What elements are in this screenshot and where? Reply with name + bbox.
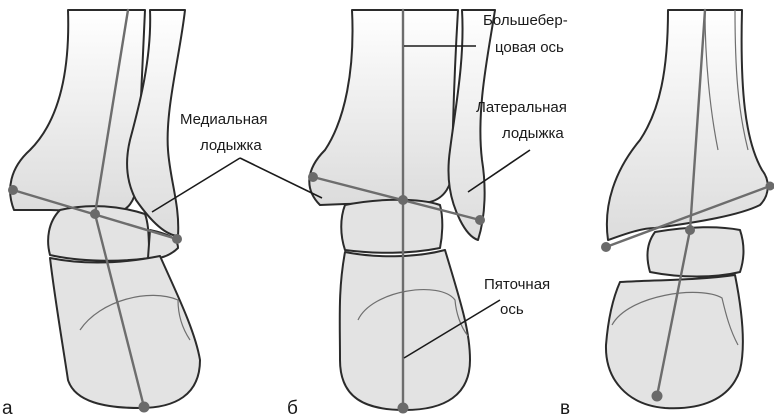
panel-c-dot-heel — [652, 391, 663, 402]
panel-a: а — [2, 10, 200, 418]
panel-b-talus — [341, 200, 442, 253]
panel-a-tibia — [10, 10, 145, 212]
panel-b: б — [287, 10, 495, 418]
panel-b-tibia — [309, 10, 458, 205]
panel-b-dot-heel — [398, 403, 409, 414]
label-tibial-axis-line1: Большебер- — [483, 12, 568, 29]
panel-c: в — [560, 10, 774, 418]
label-calcaneal-axis-line1: Пяточная — [484, 276, 550, 293]
label-medial-malleolus-line2: лодыжка — [200, 137, 262, 154]
panel-b-letter: б — [287, 398, 298, 418]
panel-c-talus — [647, 227, 743, 276]
label-tibial-axis-line2: цовая ось — [495, 39, 564, 56]
label-lateral-malleolus-line1: Латеральная — [476, 99, 567, 116]
panel-a-letter: а — [2, 398, 13, 418]
panel-a-dot-lateral — [172, 234, 182, 244]
label-medial-malleolus-line1: Медиальная — [180, 111, 267, 128]
panel-c-letter: в — [560, 398, 570, 418]
label-lateral-malleolus-line2: лодыжка — [502, 125, 564, 142]
panel-b-dot-center — [398, 195, 408, 205]
panel-c-calcaneus — [606, 275, 743, 408]
panel-a-dot-medial — [8, 185, 18, 195]
panel-c-tibia — [607, 10, 768, 240]
panel-b-dot-lateral — [475, 215, 485, 225]
panel-a-dot-heel — [139, 402, 150, 413]
panel-b-dot-medial — [308, 172, 318, 182]
panel-c-dot-center — [685, 225, 695, 235]
panel-a-dot-center — [90, 209, 100, 219]
label-calcaneal-axis-line2: ось — [500, 301, 524, 318]
panel-c-dot-medial — [601, 242, 611, 252]
